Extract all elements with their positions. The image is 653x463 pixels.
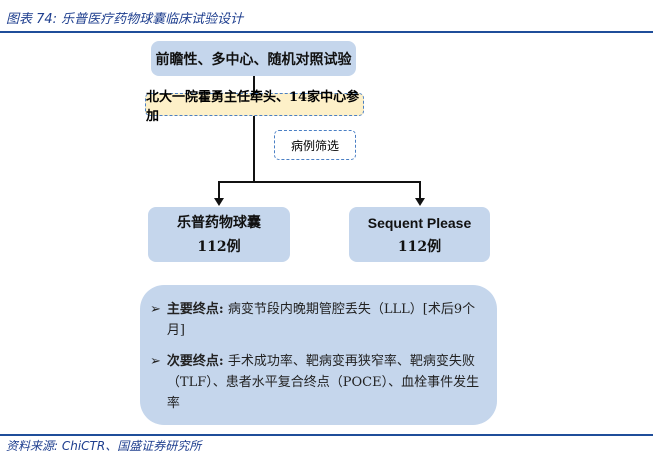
- endpoint-label: 次要终点:: [166, 354, 224, 369]
- bullet-arrow-icon: ➢: [150, 302, 161, 317]
- endpoint-text: 病变节段内晚期管腔丢失（LLL）[术后9个月]: [166, 302, 476, 338]
- arm-count: 112例: [397, 238, 442, 255]
- endpoint-label: 主要终点:: [166, 302, 224, 317]
- bullet-arrow-icon: ➢: [150, 354, 161, 369]
- source-note: 资料来源: ChiCTR、国盛证券研究所: [6, 439, 202, 453]
- connector: [253, 76, 255, 93]
- footer-divider: [0, 434, 653, 436]
- arm-box-sequent: Sequent Please 112例: [349, 207, 490, 262]
- primary-endpoint: ➢ 主要终点: 病变节段内晚期管腔丢失（LLL）[术后9个月]: [150, 299, 481, 341]
- endpoint-text: 手术成功率、靶病变再狭窄率、靶病变失败（TLF）、患者水平复合终点（POCE）、…: [166, 354, 480, 411]
- header-divider: [0, 31, 653, 33]
- secondary-endpoint: ➢ 次要终点: 手术成功率、靶病变再狭窄率、靶病变失败（TLF）、患者水平复合终点…: [150, 351, 481, 414]
- screening-box: 病例筛选: [274, 130, 356, 160]
- arrow-down-icon: [214, 198, 224, 206]
- arm-count: 112例: [197, 238, 241, 255]
- arrow-down-icon: [415, 198, 425, 206]
- branch-line: [218, 181, 421, 183]
- endpoints-box: ➢ 主要终点: 病变节段内晚期管腔丢失（LLL）[术后9个月] ➢ 次要终点: 手术…: [140, 285, 497, 425]
- figure-title: 图表 74: 乐普医疗药物球囊临床试验设计: [6, 12, 244, 27]
- connector: [218, 181, 220, 199]
- design-box: 前瞻性、多中心、随机对照试验: [151, 41, 356, 76]
- arm-box-lepu: 乐普药物球囊 112例: [148, 207, 290, 262]
- lead-center-box: 北大一院霍勇主任牵头、14家中心参加: [145, 90, 364, 124]
- connector: [419, 181, 421, 199]
- arm-name: Sequent Please: [367, 214, 472, 231]
- connector: [253, 116, 255, 182]
- arm-name: 乐普药物球囊: [177, 214, 261, 231]
